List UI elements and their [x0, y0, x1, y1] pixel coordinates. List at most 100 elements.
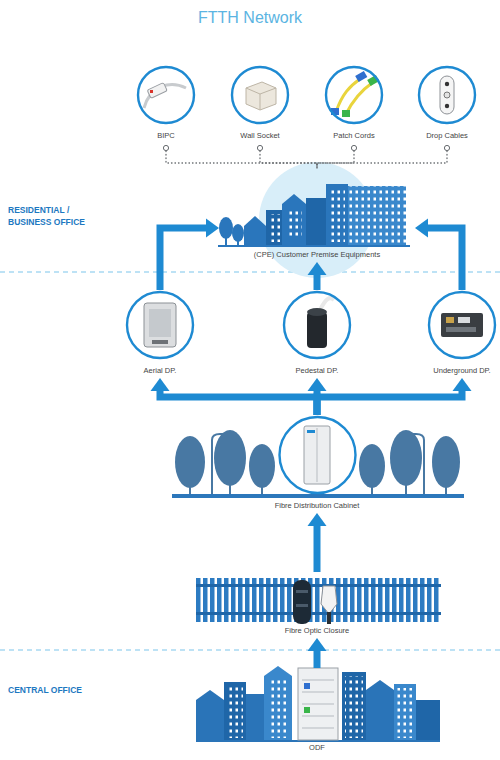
tree-trunk [229, 480, 231, 494]
flow-arrow [308, 638, 327, 668]
board-part [446, 317, 454, 323]
node-label: Fibre Optic Closure [277, 626, 357, 636]
circle-outline [125, 290, 195, 360]
fibre-core [444, 92, 450, 98]
tree-trunk [261, 482, 263, 494]
arrow-head [453, 378, 472, 391]
circle-outline [324, 65, 384, 125]
circle-ring [419, 67, 475, 123]
figure-space [324, 65, 384, 131]
circle-ring [127, 292, 193, 358]
flow-arrow [160, 219, 219, 291]
arrow-shaft [314, 650, 321, 668]
connector-tip [150, 90, 153, 93]
tree [214, 430, 246, 486]
drop-cable [440, 76, 454, 114]
arrow-head [308, 638, 327, 651]
tree [359, 444, 385, 488]
dotted-link [317, 145, 357, 168]
windows [286, 208, 302, 238]
inline-closure [321, 586, 337, 614]
dotted-line [260, 151, 317, 168]
patch-cord [346, 83, 372, 114]
strength-member [445, 104, 449, 108]
dotted-link [317, 145, 450, 168]
fence-rail [196, 612, 441, 615]
tower [326, 184, 348, 246]
dotted-line [317, 151, 447, 168]
fence [196, 578, 441, 622]
rack-port [304, 707, 310, 713]
windows [329, 188, 345, 242]
cable-port [152, 340, 168, 344]
equipment-circle: Wall Socket [230, 65, 290, 143]
circle-ring [429, 292, 495, 358]
dotted-link [163, 145, 317, 168]
equipment-circle: Aerial DP. [125, 290, 195, 378]
arrow-shaft [427, 228, 462, 290]
connector [355, 71, 367, 82]
figure-space [287, 668, 347, 743]
node-label: Pedestal DP. [282, 366, 352, 376]
flow-arrow [415, 219, 462, 291]
arrow-head [206, 219, 219, 238]
node-label: BIPC [136, 131, 196, 141]
tree [249, 444, 275, 488]
figure-space [136, 65, 196, 131]
node-label: (CPE) Customer Premise Equipments [219, 250, 415, 260]
flow-arrow [151, 378, 318, 415]
circle-ring [138, 67, 194, 123]
building [224, 682, 246, 742]
ground-line [218, 245, 410, 247]
street-lamp [410, 434, 424, 494]
node-label: Wall Socket [230, 131, 290, 141]
zone-label: CENTRAL OFFICE [8, 684, 112, 696]
windows [268, 214, 280, 242]
circle-outline [230, 65, 290, 125]
arrow-shaft [314, 525, 321, 572]
node-label: Fibre Distribution Cabinet [272, 501, 363, 511]
circle-outline [282, 290, 352, 360]
building [196, 690, 224, 742]
cabinet-door [317, 428, 318, 482]
dotted-link [257, 145, 317, 168]
pedestal-body [307, 312, 327, 348]
zone-divider [0, 271, 500, 272]
equipment-circle: Underground DP. [427, 290, 497, 378]
cabinet [304, 426, 330, 484]
diagram-title: FTTH Network [0, 8, 500, 28]
node-label: Drop Cables [417, 131, 477, 141]
rack-shelves [302, 680, 334, 728]
equipment-figure: Fibre Optic Closure [277, 572, 357, 638]
node-label: Aerial DP. [125, 366, 195, 376]
building [416, 700, 440, 742]
figure-space [230, 65, 290, 131]
link-dot [163, 145, 168, 150]
circle-ring [232, 67, 288, 123]
zone-label: RESIDENTIAL / BUSINESS OFFICE [8, 204, 112, 228]
figure-space [427, 290, 497, 366]
strength-member [445, 82, 449, 86]
circle-outline [427, 290, 497, 360]
street-lamp [212, 434, 226, 494]
building [342, 672, 366, 742]
board-part [458, 317, 470, 323]
building [394, 684, 416, 742]
aerial-box [144, 303, 176, 347]
arrow-head [308, 378, 327, 391]
arrow-shaft [160, 228, 207, 290]
cabinet-logo [307, 430, 315, 433]
tree-trunk [445, 480, 447, 494]
dotted-line [317, 151, 354, 168]
node-label: Underground DP. [427, 366, 497, 376]
building [306, 198, 326, 246]
cable [320, 298, 334, 310]
dome-closure [293, 580, 311, 624]
arrow-head [308, 513, 327, 526]
tree [390, 430, 422, 486]
equipment-circle: BIPC [136, 65, 196, 143]
circle-ring [279, 417, 355, 493]
closure-band [296, 604, 308, 607]
equipment-circle: Fibre Distribution Cabinet [272, 415, 363, 513]
